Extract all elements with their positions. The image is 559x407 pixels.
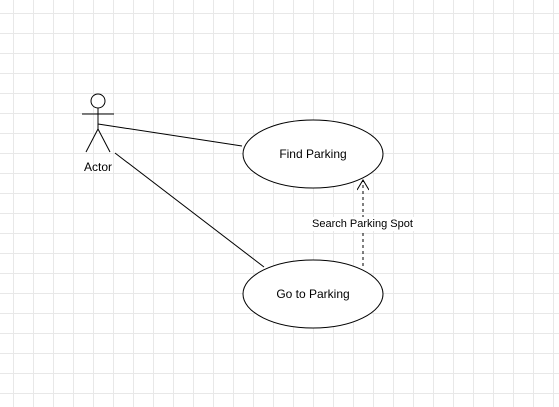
- use-case-go-to-parking[interactable]: [242, 259, 384, 329]
- actor-head: [90, 93, 106, 109]
- use-case-find-parking[interactable]: [242, 119, 384, 189]
- relationship-label: Search Parking Spot: [311, 217, 414, 231]
- actor-figure[interactable]: [82, 93, 114, 153]
- use-case-label-go-to-parking: Go to Parking: [276, 287, 350, 301]
- association-line-find-parking[interactable]: [97, 123, 243, 147]
- use-case-label-find-parking: Find Parking: [279, 147, 347, 161]
- association-line-go-to-parking[interactable]: [114, 152, 265, 268]
- actor-right-leg: [97, 128, 111, 153]
- actor-label: Actor: [84, 160, 113, 174]
- actor-left-leg: [85, 128, 99, 153]
